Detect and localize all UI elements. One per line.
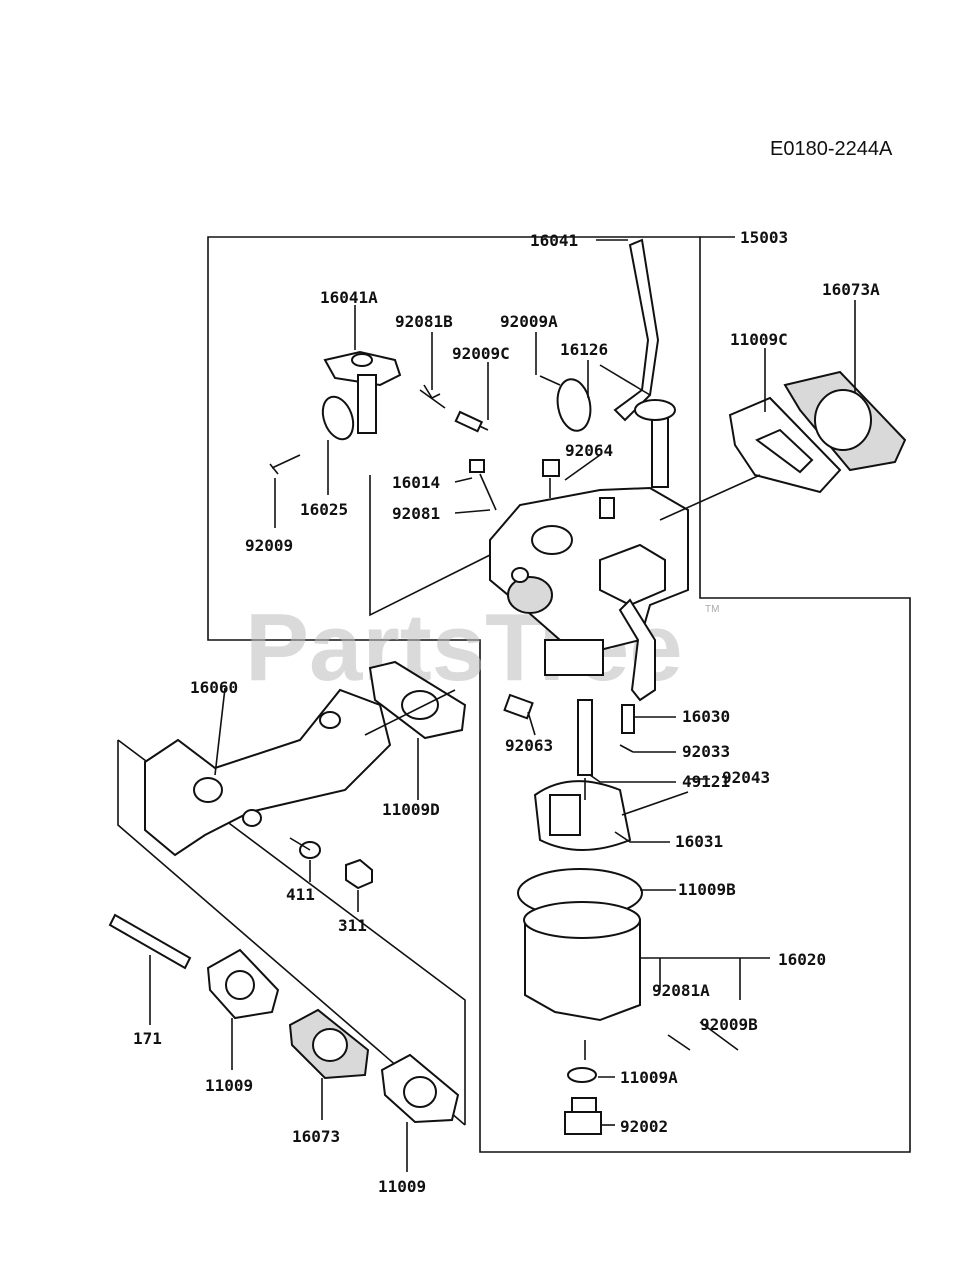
label-16060: 16060	[190, 678, 238, 697]
leader-lines	[149, 236, 856, 1172]
throttle-valve-disc	[556, 378, 592, 432]
assembly-boundary	[207, 236, 911, 1153]
label-92009A: 92009A	[500, 312, 558, 331]
bowl-bolt-92002	[564, 1097, 602, 1135]
spacer-16073	[288, 1008, 370, 1080]
label-311: 311	[338, 916, 367, 935]
label-16031: 16031	[675, 832, 723, 851]
label-92081A: 92081A	[652, 981, 710, 1000]
alignment-lines	[364, 364, 761, 1060]
diagram-code: E0180-2244A	[770, 138, 893, 160]
label-16041: 16041	[530, 231, 578, 250]
label-49121: 49121	[682, 772, 730, 791]
label-92009: 92009	[245, 536, 293, 555]
label-16041A: 16041A	[320, 288, 378, 307]
label-92081: 92081	[392, 504, 440, 523]
intake-boundary	[117, 739, 466, 1126]
float-pin-92043	[621, 791, 689, 816]
nut-311	[345, 858, 373, 890]
carburetor-body	[489, 486, 689, 702]
gasket-11009C	[728, 396, 842, 494]
label-171: 171	[133, 1029, 162, 1048]
washer-11009A	[567, 1067, 597, 1083]
label-92033: 92033	[682, 742, 730, 761]
label-16030: 16030	[682, 707, 730, 726]
label-92002: 92002	[620, 1117, 668, 1136]
label-16073A: 16073A	[822, 280, 880, 299]
label-16020: 16020	[778, 950, 826, 969]
label-92063: 92063	[505, 736, 553, 755]
label-15003: 15003	[740, 228, 788, 247]
label-16073: 16073	[292, 1127, 340, 1146]
label-11009A: 11009A	[620, 1068, 678, 1087]
label-92043: 92043	[722, 768, 770, 787]
label-92081B: 92081B	[395, 312, 453, 331]
label-411: 411	[286, 885, 315, 904]
label-11009D: 11009D	[382, 800, 440, 819]
label-11009-a: 11009	[205, 1076, 253, 1095]
small-fasteners	[269, 375, 561, 511]
float-bowl-16020	[523, 901, 641, 1022]
screw-92009B	[667, 1021, 739, 1051]
stud-171	[108, 913, 192, 970]
fitting-92063	[503, 693, 534, 720]
intake-pipe-16060	[144, 688, 392, 857]
label-16014: 16014	[392, 473, 440, 492]
label-11009C: 11009C	[730, 330, 788, 349]
float-16031	[533, 780, 632, 851]
label-11009-b: 11009	[378, 1177, 426, 1196]
label-92009B: 92009B	[700, 1015, 758, 1034]
label-16025: 16025	[300, 500, 348, 519]
main-jet-49121	[577, 699, 593, 776]
choke-valve-disc	[321, 395, 355, 441]
label-92064: 92064	[565, 441, 613, 460]
needle-16030	[621, 704, 635, 734]
label-92009C: 92009C	[452, 344, 510, 363]
throttle-lever	[613, 238, 676, 488]
label-16126: 16126	[560, 340, 608, 359]
label-11009B: 11009B	[678, 880, 736, 899]
spacer-16073A	[783, 370, 907, 472]
choke-shaft	[323, 350, 402, 434]
gasket-11009-a	[206, 948, 280, 1020]
svg-text:TM: TM	[705, 604, 719, 615]
gasket-11009-b	[380, 1053, 460, 1124]
